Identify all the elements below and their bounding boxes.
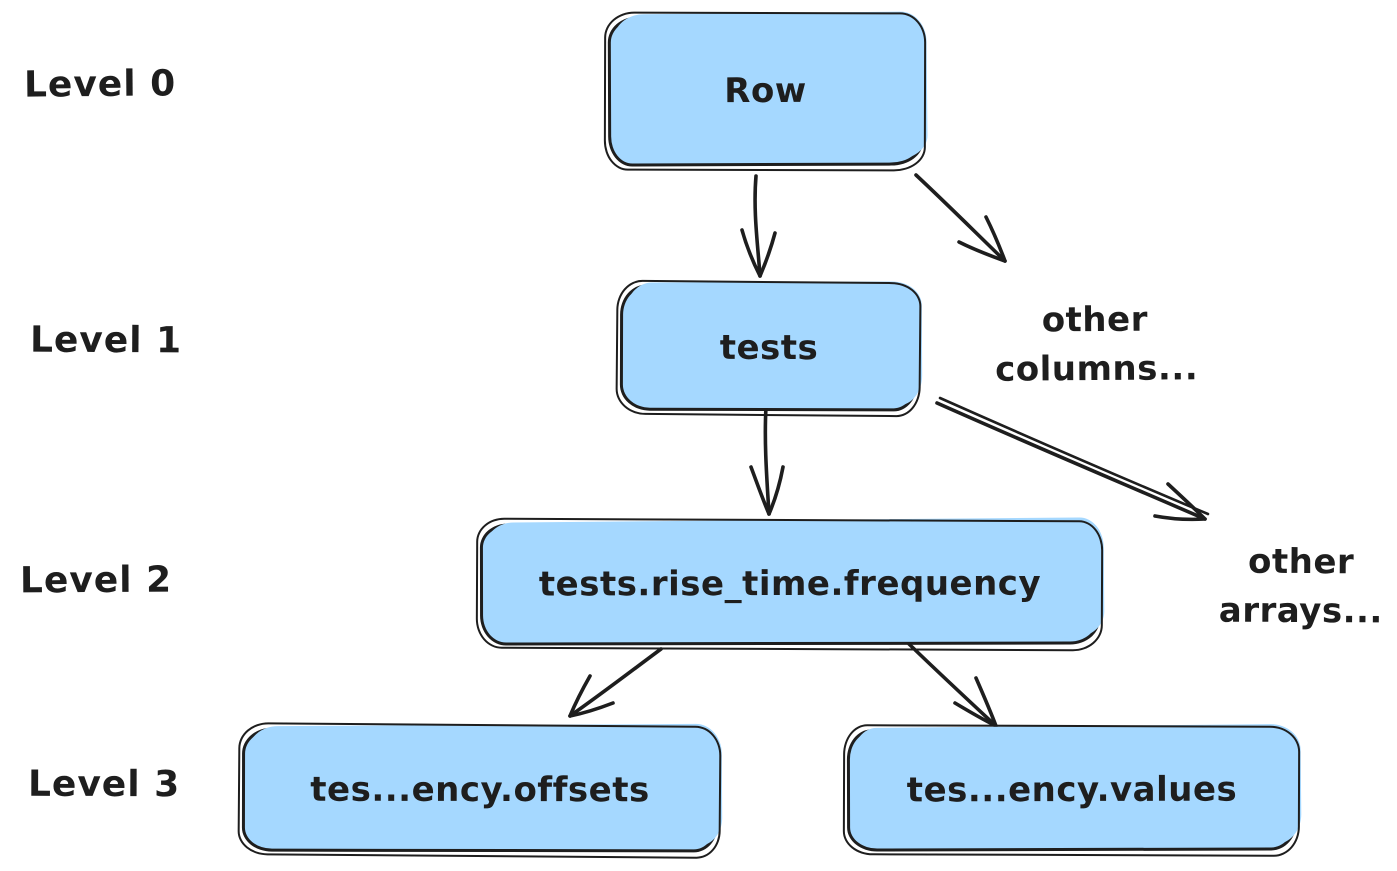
node-frequency-label: tests.rise_time.frequency	[538, 563, 1042, 605]
arrow-frequency-to-values	[907, 642, 998, 728]
node-row: Row	[607, 15, 924, 167]
arrow-row-to-other-columns-head	[957, 215, 1007, 263]
arrow-frequency-to-values-head	[953, 676, 998, 728]
annotation-other-columns-line2: columns...	[995, 348, 1199, 390]
node-tests-label: tests	[719, 327, 819, 369]
node-offsets-label: tes...ency.offsets	[310, 769, 650, 811]
level-0-label: Level 0	[23, 63, 177, 106]
arrow-frequency-to-offsets-head	[568, 674, 615, 718]
annotation-other-columns-line1: other	[1041, 299, 1149, 341]
level-2-label: Level 2	[19, 559, 173, 602]
arrow-tests-to-other-arrays-overstroke	[938, 396, 1210, 516]
arrow-tests-to-frequency	[763, 405, 771, 516]
arrow-row-to-tests	[753, 174, 762, 278]
node-values: tes...ency.values	[846, 728, 1298, 852]
arrow-tests-to-other-arrays	[935, 401, 1207, 521]
arrow-tests-to-other-arrays-head	[1153, 482, 1207, 522]
arrow-row-to-other-columns	[914, 173, 1007, 263]
node-values-label: tes...ency.values	[906, 769, 1238, 811]
annotation-other-arrays: other arrays...	[1205, 537, 1397, 637]
arrow-tests-to-frequency-head	[749, 465, 785, 516]
node-offsets: tes...ency.offsets	[241, 727, 719, 853]
arrow-row-to-tests-head	[740, 228, 777, 278]
node-row-label: Row	[724, 70, 807, 112]
annotation-other-arrays-line1: other	[1247, 541, 1355, 583]
level-1-label: Level 1	[29, 319, 183, 362]
arrow-frequency-to-offsets	[568, 647, 663, 718]
level-3-label: Level 3	[27, 763, 181, 806]
node-tests: tests	[619, 284, 919, 412]
annotation-other-arrays-line2: arrays...	[1218, 590, 1383, 632]
annotation-other-columns: other columns...	[995, 295, 1199, 395]
node-frequency: tests.rise_time.frequency	[479, 522, 1101, 646]
